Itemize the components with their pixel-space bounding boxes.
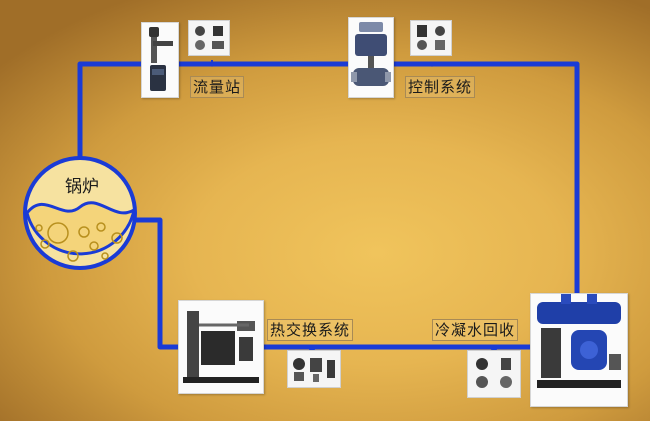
condensate-thumbnails [467,350,521,398]
flow-meter-icon [149,27,173,91]
controller-icon [435,26,445,50]
bubble [111,232,123,244]
pump-icon [292,358,305,381]
bubble [35,224,43,232]
boiler: 锅炉 [23,156,137,270]
valve-icon [500,358,512,388]
bubble [78,226,90,238]
arrow-condensate [491,345,497,350]
heat-exchanger-icon [183,311,259,383]
bubble [96,222,106,232]
bubble [40,239,50,249]
control-system-label: 控制系统 [405,76,476,98]
heat-exchange-thumbnails [287,350,341,388]
bubble [101,252,109,260]
bubble [47,222,69,244]
arrow-control [429,62,435,67]
control-valve-icon [351,22,391,86]
bubble [67,250,79,262]
boiler-label: 锅炉 [65,177,99,197]
steam-pipe [77,61,580,350]
control-system-thumbnails [410,20,452,56]
actuator-icon [417,25,427,50]
condensate-label: 冷凝水回收 [432,319,519,341]
flow-station-thumbnails [188,20,230,56]
gauge-icon [195,26,205,50]
flow-station-label: 流量站 [190,76,245,98]
condensate-pump-icon [537,294,621,388]
trap-icon [309,358,322,382]
heat-exchange-label: 热交换系统 [267,319,354,341]
arrow-flow [209,62,215,67]
condensate-photo [530,293,628,407]
arrow-heat [309,345,315,350]
flow-station-photo [141,22,179,98]
valve-icon [212,26,224,49]
pump-icon [476,358,488,388]
bubble [89,241,99,251]
control-system-photo [348,17,394,98]
filter-icon [327,360,336,378]
heat-exchange-photo [178,300,264,394]
